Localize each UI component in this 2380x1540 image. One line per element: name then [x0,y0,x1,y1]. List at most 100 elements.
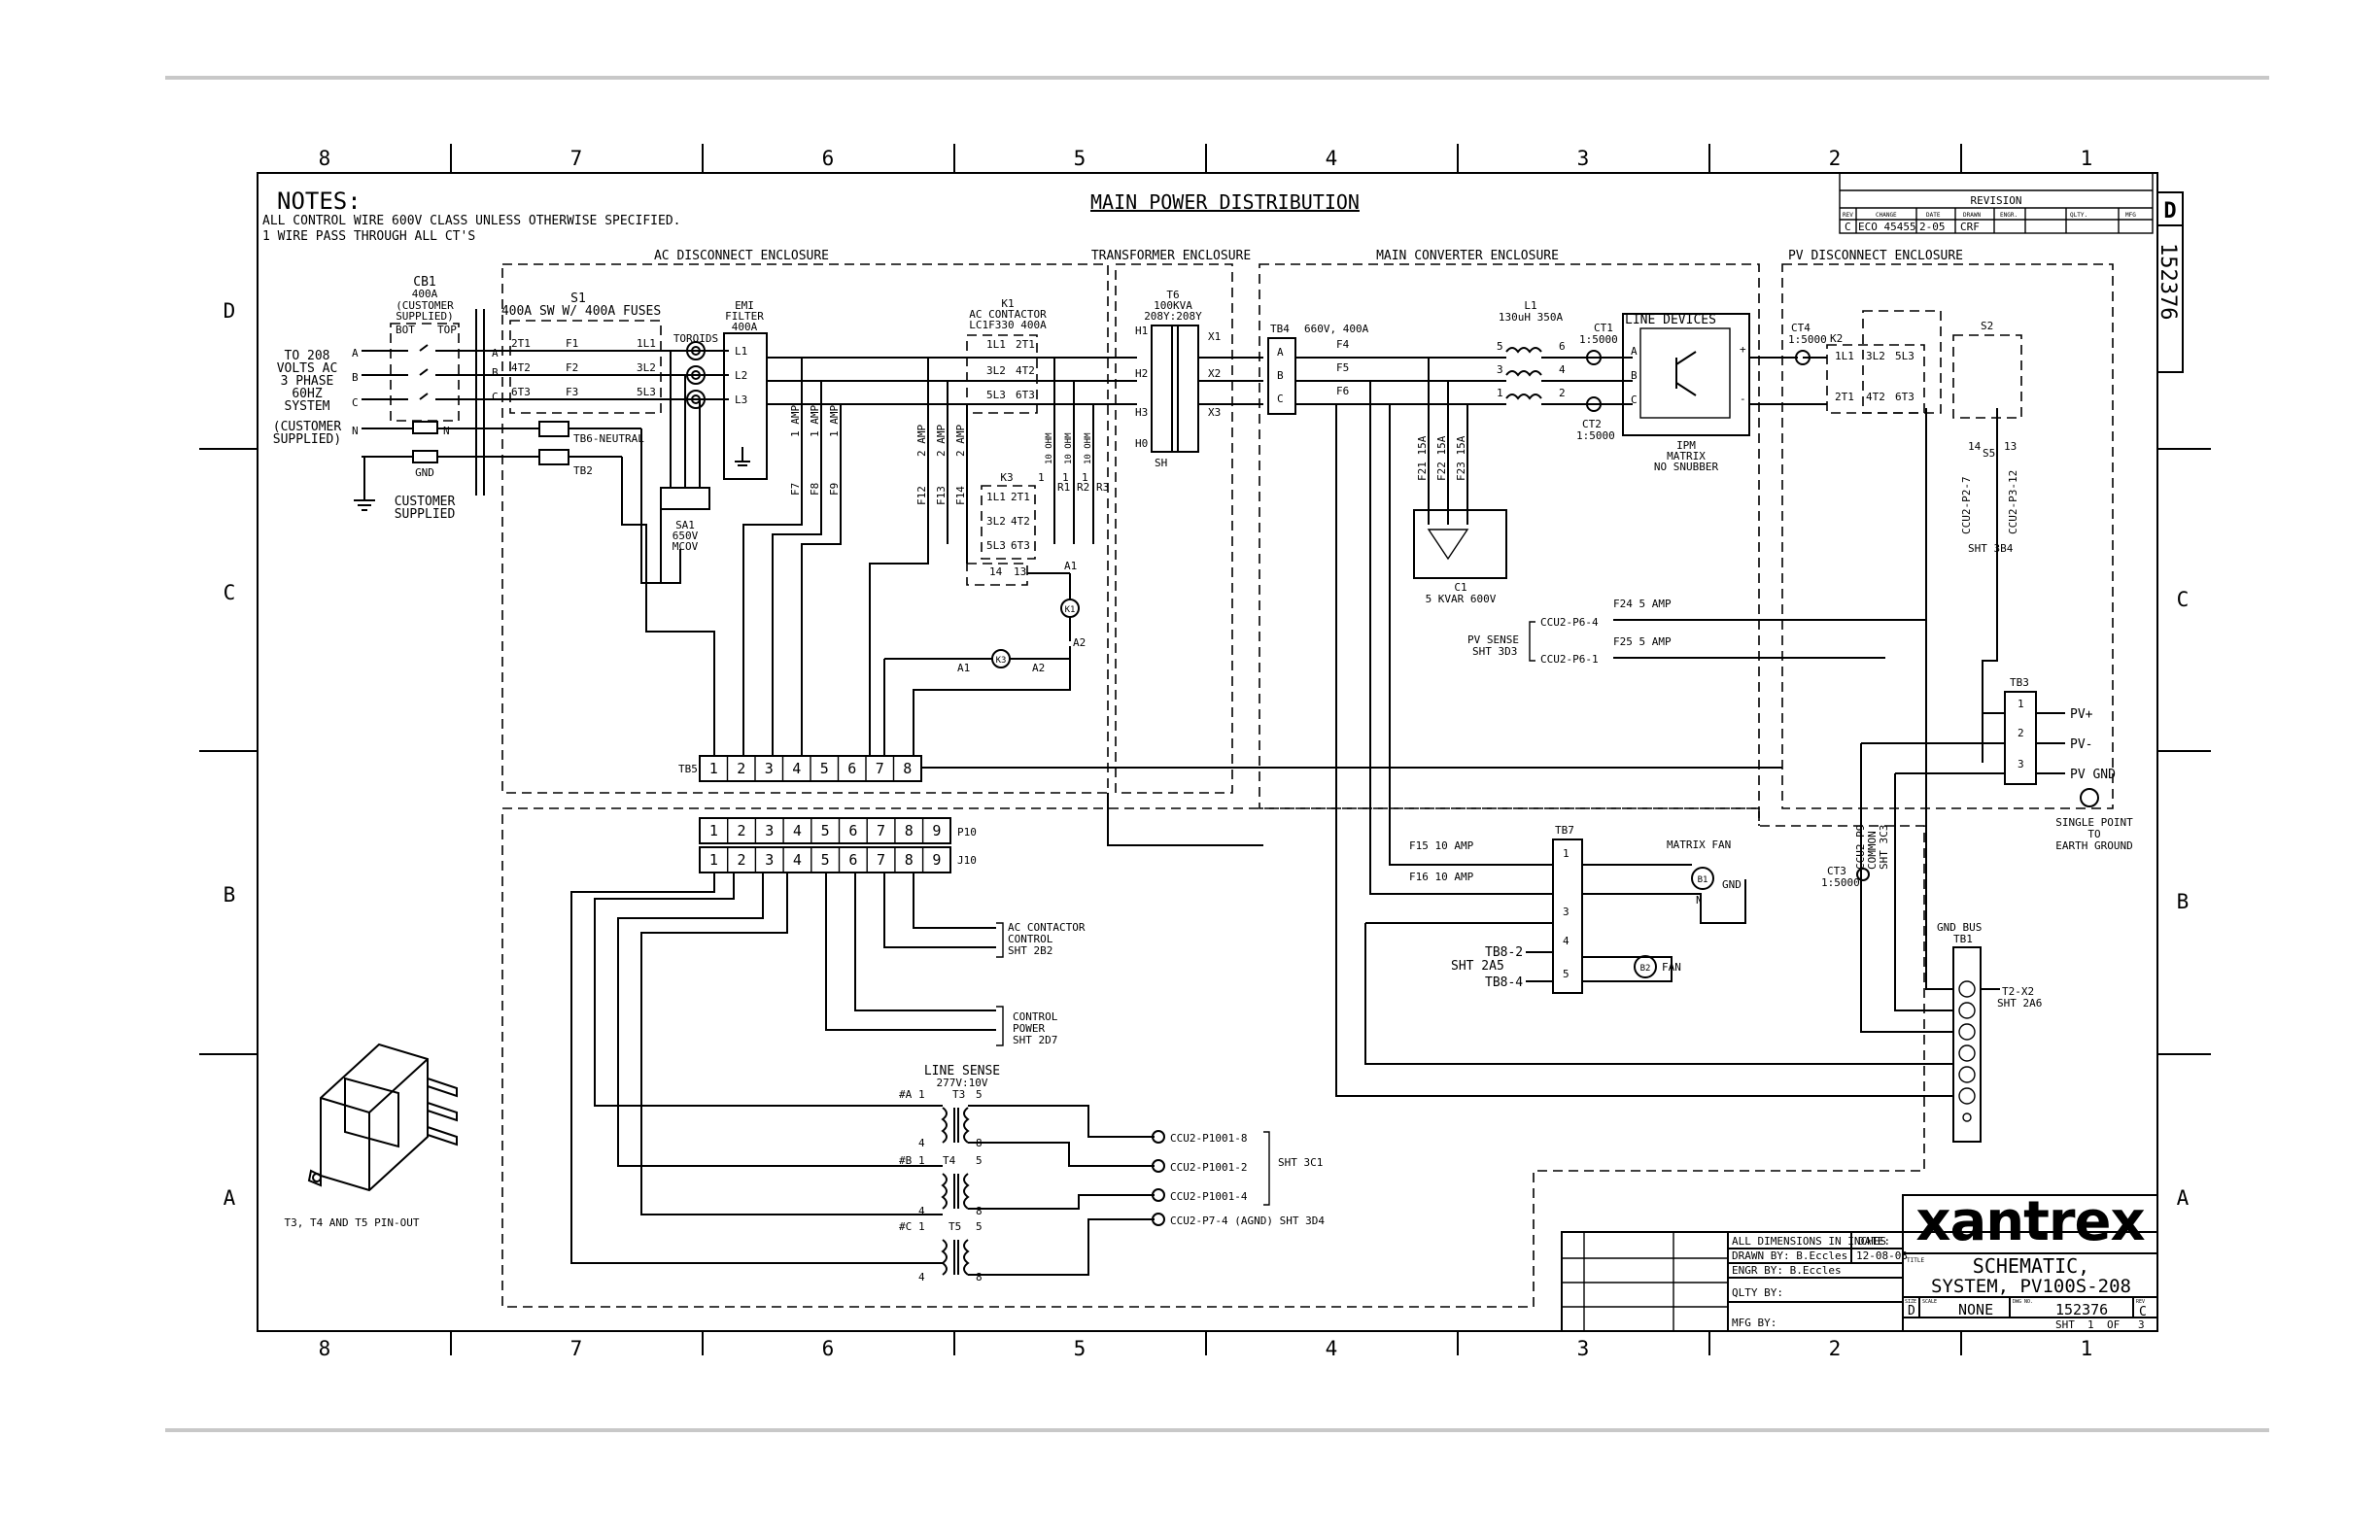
svg-text:(CUSTOMER: (CUSTOMER [273,420,342,434]
svg-text:3: 3 [2018,758,2024,770]
resistors-r1-r3: 1 R1 1 R2 1 R3 10 OHM 10 OHM 10 OHM [1038,358,1109,544]
dwg-label: DWG NO. [2013,1299,2033,1305]
svg-text:K2: K2 [1830,332,1843,345]
svg-text:S2: S2 [1981,320,1993,332]
fuses-f12-f14: 2 AMP 2 AMP 2 AMP F12 F13 F14 [915,358,968,544]
main-converter-label: MAIN CONVERTER ENCLOSURE [1376,249,1559,263]
svg-text:#A: #A [899,1088,913,1101]
svg-text:R3: R3 [1096,481,1109,494]
j10-pin: 5 [821,851,830,869]
svg-text:1 AMP: 1 AMP [828,405,841,437]
zone-labels: 8 7 6 5 4 3 2 1 8 7 6 5 4 3 2 1 D C B A … [224,147,2190,1360]
control-references: AC CONTACTOR CONTROL SHT 2B2 CONTROL POW… [996,921,1086,1046]
svg-text:J10: J10 [957,854,977,867]
sht-number: 1 [2087,1318,2094,1331]
svg-text:3 PHASE: 3 PHASE [281,374,334,389]
sht-total: 3 [2138,1318,2145,1331]
svg-text:L2: L2 [735,369,747,382]
svg-text:S5: S5 [1983,447,1995,460]
svg-text:F4: F4 [1336,338,1350,351]
svg-text:C: C [352,396,359,409]
svg-text:13: 13 [1014,565,1026,578]
svg-text:1: 1 [1497,387,1503,399]
svg-text:CCU2-P1001-8: CCU2-P1001-8 [1170,1132,1247,1145]
pv-disconnect-label: PV DISCONNECT ENCLOSURE [1788,249,1963,263]
p10-pin: 9 [932,822,941,839]
t6-transformer: T6 100KVA 208Y:208Y H1 H2 H3 H0 X1 X2 X3… [1135,289,1263,469]
p10-pin: 2 [738,822,746,839]
tb4-fuses: TB4 A B C 660V, 400A F4 F5 F6 [1267,323,1506,415]
svg-text:5L3: 5L3 [637,386,656,398]
svg-text:208Y:208Y: 208Y:208Y [1144,310,1202,323]
tb5-pin: 8 [903,760,912,777]
svg-text:CCU2-P1001-2: CCU2-P1001-2 [1170,1161,1247,1174]
svg-text:F22 15A: F22 15A [1435,435,1448,481]
svg-text:SHT 3B4: SHT 3B4 [1968,542,2014,555]
svg-text:CONTROL: CONTROL [1013,1010,1058,1023]
tb5-pin: 6 [847,760,856,777]
svg-text:H1: H1 [1135,325,1148,337]
svg-text:4: 4 [918,1271,925,1283]
svg-text:1 AMP: 1 AMP [789,405,802,437]
k1-contactor: K1 AC CONTACTOR LC1F330 400A 1L1 2T1 3L2… [966,297,1047,414]
svg-text:3L2: 3L2 [637,361,656,374]
svg-text:-: - [1740,393,1746,405]
k3-contactor: K3 1L1 2T1 3L2 4T2 5L3 6T3 [981,471,1036,560]
c1-capacitor: F21 15A F22 15A F23 15A C1 5 KVAR 600V [1413,358,1507,605]
svg-text:L1: L1 [735,345,747,358]
p10-pin: 3 [765,822,774,839]
svg-text:4T2: 4T2 [1011,515,1030,528]
svg-text:14: 14 [1968,440,1982,453]
svg-text:5: 5 [1497,340,1503,353]
svg-text:F16 10 AMP: F16 10 AMP [1409,871,1474,883]
svg-text:H0: H0 [1135,437,1148,450]
svg-text:5L3: 5L3 [1895,350,1914,362]
svg-text:60HZ: 60HZ [292,387,322,401]
svg-text:A2: A2 [1032,662,1045,674]
svg-text:277V:10V: 277V:10V [937,1077,988,1089]
svg-text:N: N [352,425,359,437]
svg-text:2 AMP: 2 AMP [935,425,948,457]
svg-text:1:5000: 1:5000 [1579,333,1618,346]
svg-text:5: 5 [976,1088,983,1101]
notes-line-1: ALL CONTROL WIRE 600V CLASS UNLESS OTHER… [262,214,680,228]
svg-text:GND: GND [415,466,434,479]
svg-text:LINE SENSE: LINE SENSE [924,1064,1000,1078]
svg-text:3L2: 3L2 [986,364,1006,377]
svg-text:TB8-2: TB8-2 [1485,945,1523,960]
zone-col-top-7: 7 [570,147,583,170]
svg-text:IPM: IPM [1676,439,1696,452]
svg-text:4: 4 [918,1205,925,1217]
rev-col-drawn: DRAWN [1963,212,1981,219]
svg-text:T5: T5 [949,1220,961,1233]
svg-text:F13: F13 [935,486,948,505]
svg-text:2 AMP: 2 AMP [915,425,928,457]
ac-bus-wiring [354,309,539,511]
svg-text:SA1: SA1 [675,519,695,531]
svg-text:+: + [1740,343,1746,356]
p10-pin: 7 [877,822,885,839]
size-label: SIZE [1905,1299,1916,1305]
j10-pin: 8 [905,851,914,869]
svg-text:SHT 3C3: SHT 3C3 [1878,825,1890,870]
svg-text:EARTH GROUND: EARTH GROUND [2055,839,2132,852]
svg-text:K3: K3 [996,656,1007,666]
svg-text:MCOV: MCOV [673,540,699,553]
zone-row-left-d: D [224,299,236,323]
sht-of: OF [2107,1318,2120,1331]
rev-col-engr: ENGR. [2000,212,2018,219]
zone-col-top-5: 5 [1074,147,1087,170]
j10-pin: 7 [877,851,885,869]
svg-text:BOT: BOT [396,324,415,336]
svg-text:LINE DEVICES: LINE DEVICES [1625,313,1716,327]
pv-sense-fuses: F24 5 AMP F25 5 AMP CCU2-P6-4 CCU2-P6-1 … [1467,598,1926,666]
svg-text:130uH 350A: 130uH 350A [1499,311,1564,324]
svg-text:6T3: 6T3 [1895,391,1914,403]
svg-text:2T1: 2T1 [1011,491,1030,503]
j10-pin: 6 [848,851,857,869]
notes-line-2: 1 WIRE PASS THROUGH ALL CT'S [262,229,475,244]
svg-text:6T3: 6T3 [1011,539,1030,552]
svg-text:F15 10 AMP: F15 10 AMP [1409,839,1474,852]
svg-text:F7: F7 [789,483,802,496]
